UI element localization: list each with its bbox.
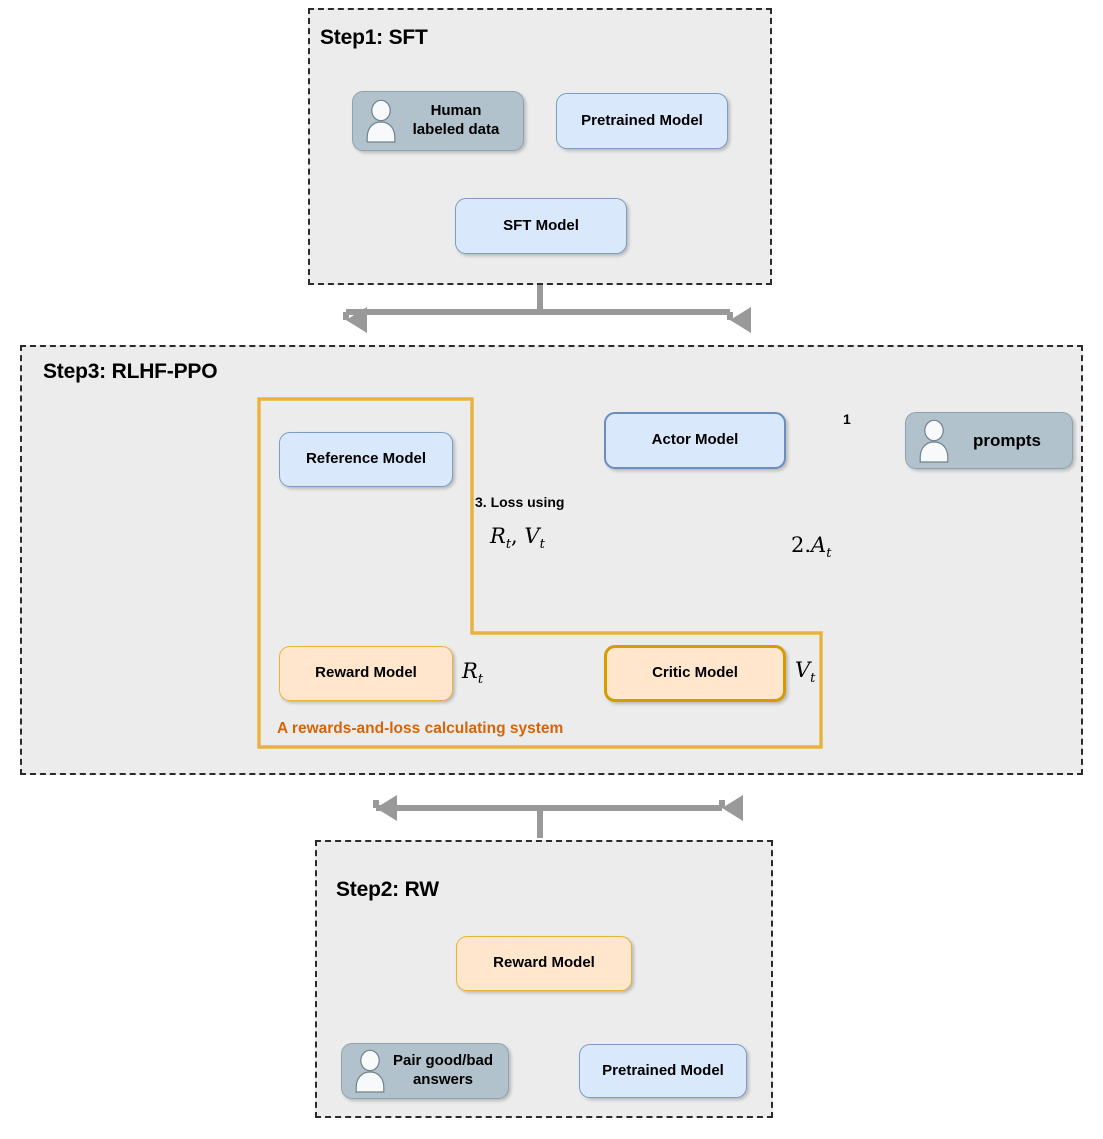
edge-label-text: 3. Loss using [475,494,565,510]
connector-step1-to-step3 [343,285,751,333]
math-subscript-r: t [477,672,484,688]
edge-label-text: 1 [843,411,851,427]
node-label: Human labeled data [371,102,506,140]
node-label: Reward Model [315,664,417,682]
step2-title: Step2: RW [336,878,439,901]
node-label-line1: Human [430,102,482,120]
node-label: prompts [973,430,1041,450]
output-label-critic-model: Vt [795,658,815,686]
node-pair-good-bad-answers[interactable]: Pair good/bad answers [341,1043,509,1099]
math-symbol-v: V [524,524,540,548]
output-label-reward-model: Rt [462,659,483,687]
node-label: Pretrained Model [602,1061,724,1079]
math-subscript-r: t [505,537,512,553]
math-symbol-r: R [490,524,506,548]
math-separator: , [511,524,525,548]
node-prompts[interactable]: prompts [905,412,1073,469]
node-label: Critic Model [652,664,738,682]
node-label-line2: labeled data [412,121,500,138]
node-reference-model[interactable]: Reference Model [279,432,453,487]
rewards-loss-group-caption: A rewards-and-loss calculating system [277,720,564,737]
node-sft-model[interactable]: SFT Model [455,198,627,254]
node-label-line1: Pair good/bad [392,1052,493,1070]
edge-label-prompts-to-actor: 1 [843,411,851,427]
node-label: Reward Model [493,954,595,972]
edge-label-index: 2. [791,533,812,557]
node-critic-model[interactable]: Critic Model [604,645,786,702]
step3-container [20,345,1083,775]
math-symbol-v: V [795,658,811,682]
edge-label-symbol: A [811,533,827,557]
node-label: Pair good/bad answers [351,1052,499,1090]
node-label: Actor Model [651,431,739,449]
math-subscript-v: t [810,671,816,687]
node-step2-pretrained-model[interactable]: Pretrained Model [579,1044,747,1098]
step3-title: Step3: RLHF-PPO [43,360,218,383]
node-step1-pretrained-model[interactable]: Pretrained Model [556,93,728,149]
edge-label-actor-to-critic: 2.At [791,533,831,561]
node-actor-model[interactable]: Actor Model [604,412,786,469]
node-label: SFT Model [503,216,579,234]
edge-label-subscript: t [826,546,832,562]
node-label: Reference Model [305,450,427,468]
node-human-labeled-data[interactable]: Human labeled data [352,91,524,151]
connector-step2-to-step3 [373,795,743,838]
person-icon [917,419,951,463]
step1-title: Step1: SFT [320,26,428,49]
node-label-line2: answers [412,1071,474,1088]
math-symbol-r: R [462,659,478,683]
math-subscript-v: t [539,537,545,553]
edge-label-loss-math: Rt, Vt [490,524,545,552]
edge-label-loss-using: 3. Loss using [475,494,564,510]
person-icon [364,99,398,143]
person-icon [353,1049,387,1093]
node-step3-reward-model[interactable]: Reward Model [279,646,453,701]
node-step2-reward-model[interactable]: Reward Model [456,936,632,991]
node-label: Pretrained Model [581,111,703,129]
